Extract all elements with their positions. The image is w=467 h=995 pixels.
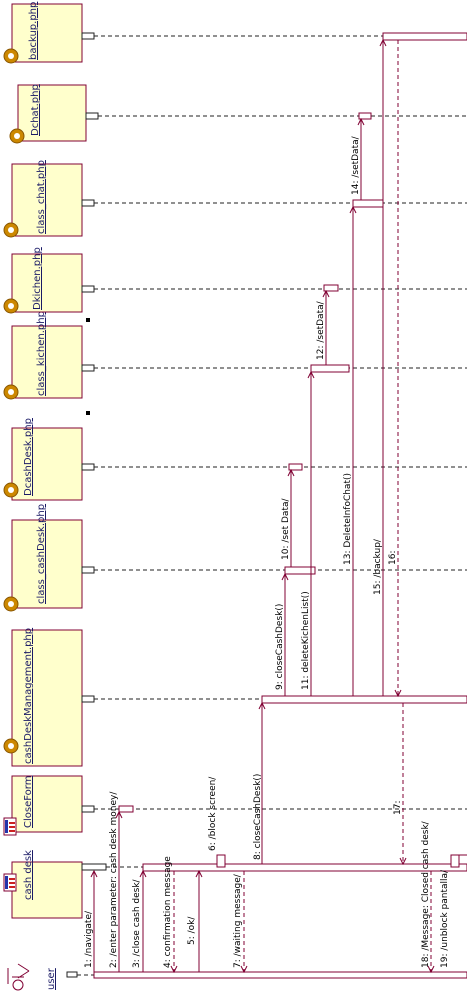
message-label: 16: [388,551,398,565]
message-label: 5: /ok/ [187,916,197,945]
lifeline-head [81,32,95,40]
lifeline-head [81,805,95,813]
object-class-chat: class_chat.php [3,160,95,238]
activations [93,32,467,979]
lifeline-head [81,463,95,471]
object-label: Dkichen.php [32,247,43,310]
message-label: 19: /unblock pantalla/ [440,869,450,968]
actor-user: user [7,963,78,991]
object-label: DcashDesk.php [23,418,34,496]
gear-icon [3,384,19,400]
object-closeform: CloseForm [3,775,95,836]
lifeline-head [81,566,95,574]
object-dchat: Dchat.php [9,84,99,144]
message-label: 9: closeCashDesk() [275,604,285,690]
object-class-cashdesk: class_cashDesk.php [3,504,95,612]
object-label: cashDeskManagement.php [23,628,34,764]
object-backup: backup.php [3,2,95,64]
gear-icon [3,298,19,314]
message-label: 10: /set Data/ [281,498,291,560]
gear-icon [3,738,19,754]
message-label: 6: /block screen/ [208,776,218,851]
message-label: 12: /setData/ [316,300,326,360]
object-dkichen: Dkichen.php [3,247,95,314]
message-label: 3: /close cash desk/ [132,878,142,968]
object-cashdeskmanagement: cashDeskManagement.php [3,628,95,767]
object-class-kichen: class_kichen.php [3,311,95,400]
message-label: 14: /setData/ [351,135,361,195]
message-label: 8: closeCashDesk() [253,774,263,860]
message-labels: 1: /navigate/ 2: /enter parameter: cash … [84,135,450,968]
object-label: class_cashDesk.php [36,504,47,604]
marker [86,411,90,415]
gear-icon [3,48,19,64]
lifeline-head [81,695,95,703]
form-icon [3,817,17,836]
actor-label: user [46,967,57,990]
gear-icon [9,128,25,144]
gear-icon [3,222,19,238]
lifeline-head [85,112,99,120]
object-label: class_kichen.php [36,311,47,396]
message-label: 13: DeleteInfoChat() [343,473,353,565]
object-label: class_chat.php [36,160,47,234]
message-arrows [90,38,467,974]
object-label: cash desk [23,850,34,900]
message-label: 15: /backup/ [373,538,383,595]
actor-lifeline-start [66,971,78,978]
message-label: 17: [393,801,403,815]
object-label: Dchat.php [30,84,41,136]
message-label: 1: /navigate/ [84,910,94,968]
gear-icon [3,482,19,498]
object-cash-desk: cash desk [3,850,107,919]
lifeline-head [81,863,107,871]
lifelines [77,35,467,976]
message-label: 18: /Message: Closed cash desk/ [421,820,431,968]
form-icon [3,873,17,892]
stick-figure-icon [7,963,30,991]
object-label: CloseForm [23,776,34,828]
lifeline-head [81,364,95,372]
marker [86,318,90,322]
message-label: 11: deleteKichenList() [301,591,311,690]
message-label: 7: /waiting message/ [233,873,243,968]
gear-icon [3,596,19,612]
message-label: 4: confirmation message [163,856,173,968]
object-dcashdesk: DcashDesk.php [3,411,95,501]
lifeline-head [81,199,95,207]
lifeline-head [81,285,95,293]
message-label: 2: /enter parameter: cash desk money/ [109,791,119,968]
object-label: backup.php [28,2,39,60]
